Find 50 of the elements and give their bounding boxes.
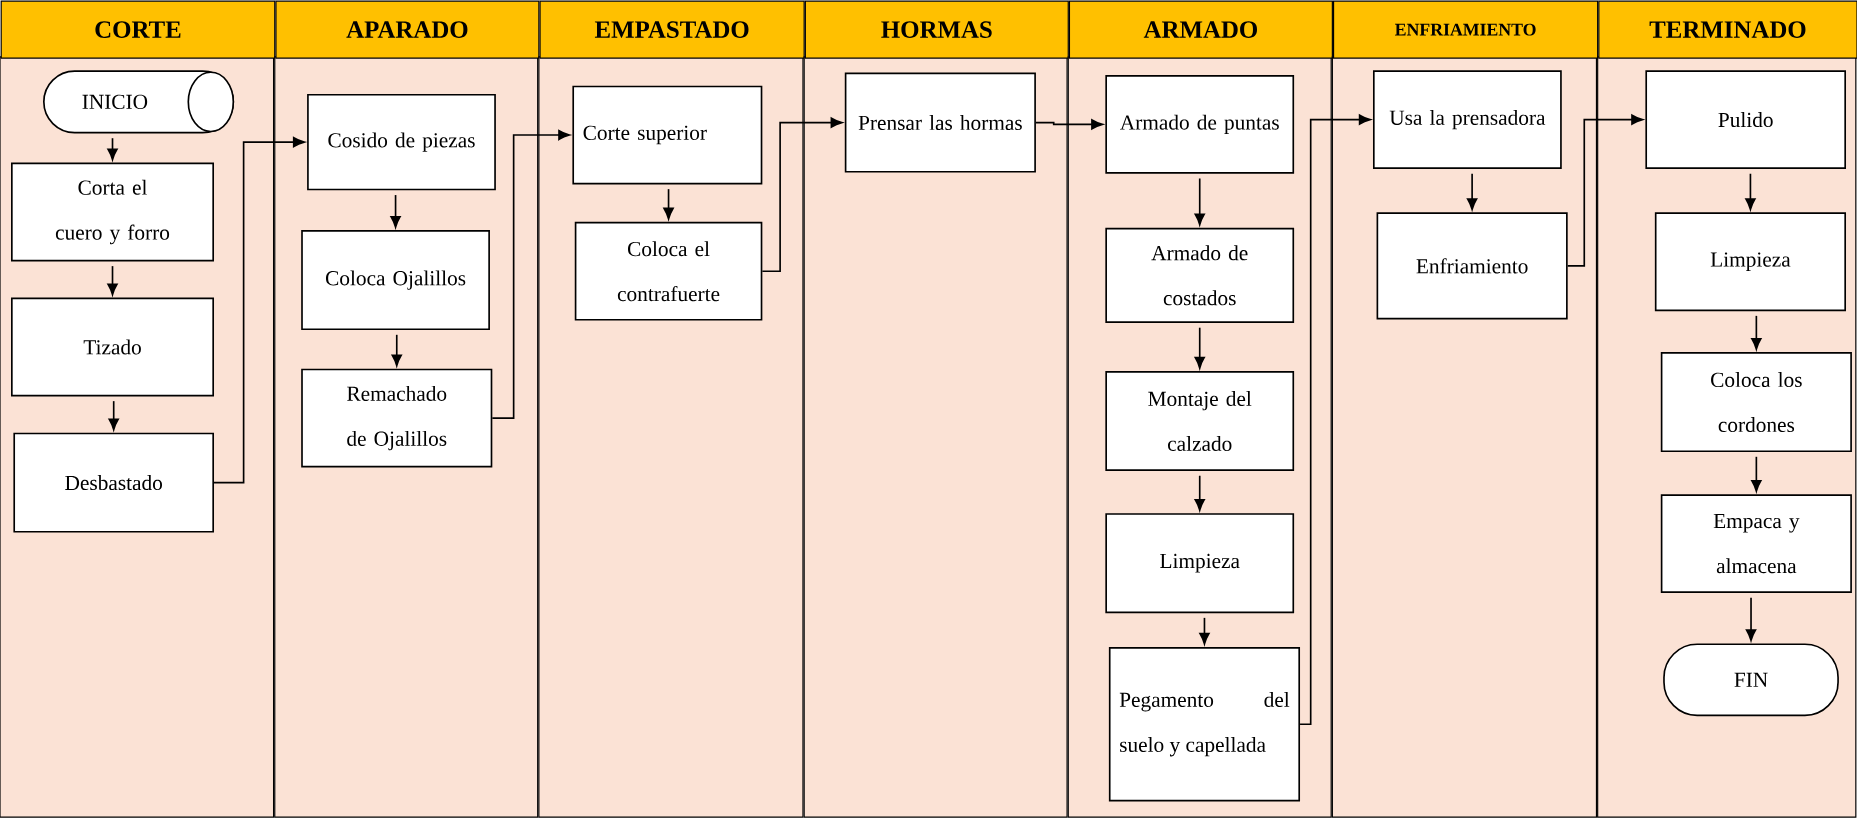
process-box: Empaca y almacena xyxy=(1660,494,1852,593)
arrow xyxy=(1194,326,1205,369)
arrow xyxy=(1566,114,1644,267)
arrow xyxy=(1745,596,1757,641)
arrow xyxy=(107,137,118,161)
node-label: HORMAS xyxy=(881,21,992,38)
process-box: Usa la prensadora xyxy=(1373,70,1562,169)
arrow xyxy=(107,265,118,296)
process-box: Prensar las hormas xyxy=(844,72,1036,173)
process-box: Pulido xyxy=(1645,70,1846,169)
node-label: ENFRIAMIENTO xyxy=(1395,23,1536,36)
arrow xyxy=(213,136,305,484)
arrow xyxy=(1199,616,1210,645)
process-box: Coloca el contrafuerte xyxy=(574,221,763,321)
process-box: Armado de puntas xyxy=(1105,74,1295,174)
arrow xyxy=(1466,172,1478,210)
arrow xyxy=(491,129,571,419)
arrow xyxy=(761,117,843,272)
arrow xyxy=(1751,455,1762,492)
arrow xyxy=(1751,314,1762,350)
process-box: Limpieza xyxy=(1105,513,1295,613)
process-box: Desbastado xyxy=(13,432,214,533)
arrow xyxy=(1299,114,1371,725)
arrow xyxy=(1745,172,1756,210)
process-box: Pegamento del suelo y capellada xyxy=(1108,646,1301,802)
process-box: Corte superior xyxy=(572,85,763,185)
node-label: CORTE xyxy=(95,21,181,38)
end-terminal: FIN xyxy=(1663,643,1839,716)
node-label: TERMINADO xyxy=(1649,21,1806,38)
process-box: Remachado de Ojalillos xyxy=(301,368,493,468)
process-box: Coloca Ojalillos xyxy=(301,229,490,330)
process-box: Limpieza xyxy=(1654,212,1846,311)
process-box: Enfriamiento xyxy=(1376,212,1568,320)
process-box: Montaje del calzado xyxy=(1105,370,1295,471)
node-label: APARADO xyxy=(346,21,468,38)
node-label: EMPASTADO xyxy=(594,21,749,38)
arrow xyxy=(1035,118,1104,130)
arrow xyxy=(1194,177,1205,226)
arrow xyxy=(1194,474,1205,511)
node-label: ARMADO xyxy=(1143,21,1258,38)
process-box: Cosido de piezas xyxy=(307,93,496,191)
process-box: Tizado xyxy=(11,297,214,397)
process-box: Corta el cuero y forro xyxy=(11,162,214,262)
process-box: Armado de costados xyxy=(1105,227,1295,323)
start-terminal: INICIO xyxy=(43,70,235,134)
arrow xyxy=(663,188,674,220)
arrow xyxy=(391,333,402,367)
arrow xyxy=(108,400,119,431)
process-box: Coloca los cordones xyxy=(1660,351,1852,452)
arrow xyxy=(390,194,401,228)
